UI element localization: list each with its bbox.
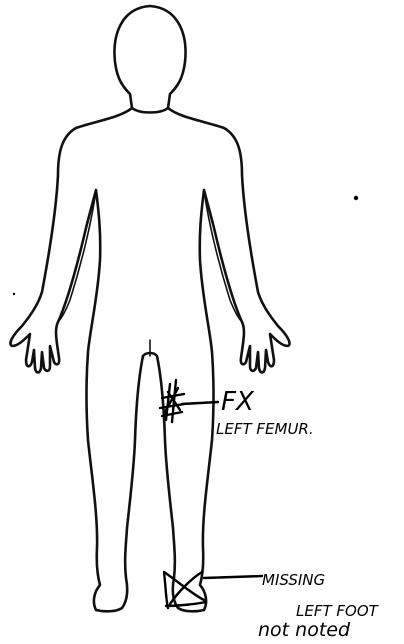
not-noted-label: not noted — [258, 619, 351, 641]
fracture-site-label: LEFT FEMUR. — [216, 420, 314, 438]
missing-foot-annotation: MISSING LEFT FOOT not noted — [164, 571, 380, 641]
stray-dot — [354, 196, 358, 200]
right-side-outline — [143, 108, 290, 611]
missing-leader — [204, 576, 262, 578]
left-side-outline — [10, 108, 143, 611]
body-figure — [10, 6, 289, 611]
missing-line1-label: MISSING — [262, 571, 325, 589]
fracture-code-label: FX — [221, 387, 255, 417]
fracture-annotation: FX LEFT FEMUR. — [160, 380, 314, 438]
foot-cross-marks — [164, 572, 206, 608]
stray-dot — [13, 293, 15, 295]
missing-line2-label: LEFT FOOT — [296, 602, 380, 620]
head-outline — [114, 6, 185, 113]
